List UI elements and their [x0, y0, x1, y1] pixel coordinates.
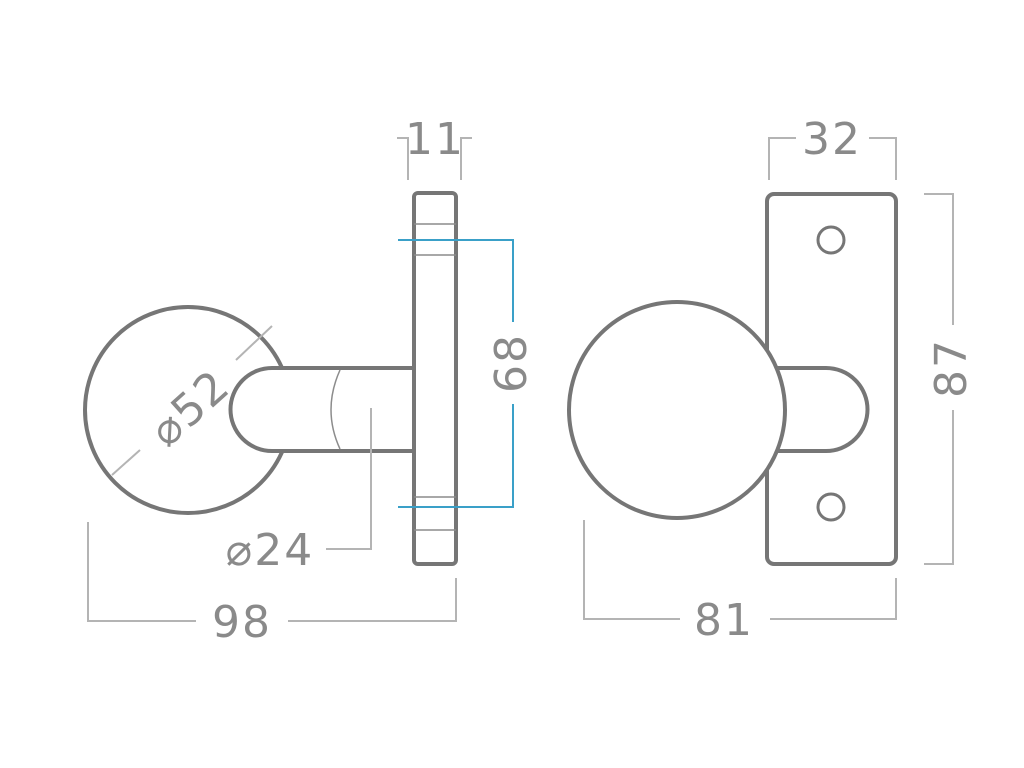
dimension-fixing-centres-label: 68 [486, 333, 537, 393]
dimension-plate-height: 87 [924, 193, 977, 565]
dimension-spindle-diameter: ⌀24 [226, 408, 372, 576]
dimension-plate-thickness: 11 [397, 114, 472, 180]
front-view-spindle-end-outline [765, 366, 870, 453]
dimension-spindle-diameter-label: ⌀24 [226, 525, 314, 576]
dimension-overall-front-label: 81 [694, 595, 754, 646]
front-view-screw-hole-bottom [816, 492, 846, 522]
front-view [567, 192, 898, 566]
dimension-plate-width-label: 32 [802, 114, 862, 165]
side-view-back-plate [412, 191, 458, 566]
front-view-screw-hole-top [816, 225, 846, 255]
dimension-plate-thickness-label: 11 [405, 114, 465, 165]
front-view-spindle-end [780, 368, 868, 451]
dimension-overall-front: 81 [583, 520, 897, 646]
side-view-collar-line [330, 369, 341, 450]
dimension-fixing-centres: 68 [398, 239, 537, 508]
dimension-overall-side: 98 [87, 522, 457, 648]
side-view-spindle [228, 366, 416, 453]
dimension-overall-side-label: 98 [212, 597, 272, 648]
dimension-plate-width: 32 [768, 114, 897, 180]
dimension-plate-height-label: 87 [926, 338, 977, 398]
front-view-knob [567, 300, 787, 520]
side-view [83, 191, 458, 566]
